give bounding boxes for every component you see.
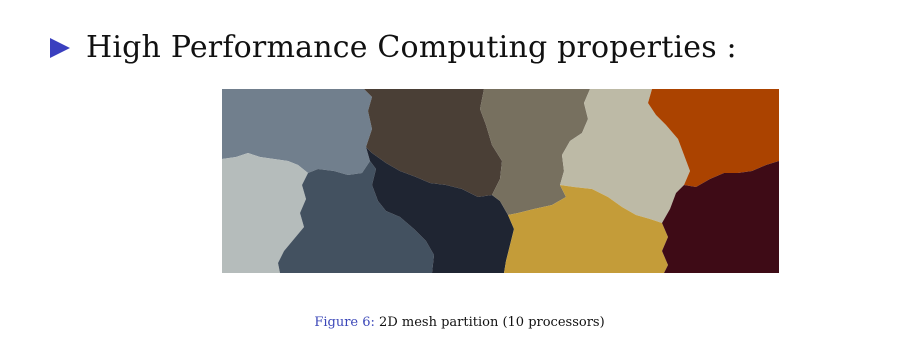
bullet-item: High Performance Computing properties : bbox=[48, 30, 737, 65]
mesh-partition-figure bbox=[222, 89, 779, 273]
partition-region-10 bbox=[662, 161, 779, 273]
partition-region-6 bbox=[222, 153, 308, 273]
figure-caption-label: Figure 6: bbox=[314, 315, 375, 330]
partition-region-1 bbox=[222, 89, 372, 175]
partition-region-2 bbox=[364, 89, 502, 197]
partition-region-7 bbox=[278, 161, 434, 273]
partition-region-4 bbox=[560, 89, 690, 223]
bullet-heading: High Performance Computing properties : bbox=[86, 30, 737, 65]
mesh-partition-image bbox=[222, 89, 779, 273]
partition-region-8 bbox=[366, 147, 514, 273]
partition-region-9 bbox=[504, 185, 668, 273]
triangle-bullet-icon bbox=[50, 37, 70, 58]
partition-region-3 bbox=[480, 89, 590, 215]
figure-caption: Figure 6: 2D mesh partition (10 processo… bbox=[0, 315, 919, 330]
figure-caption-text: 2D mesh partition (10 processors) bbox=[379, 315, 605, 330]
partition-region-5 bbox=[648, 89, 779, 187]
